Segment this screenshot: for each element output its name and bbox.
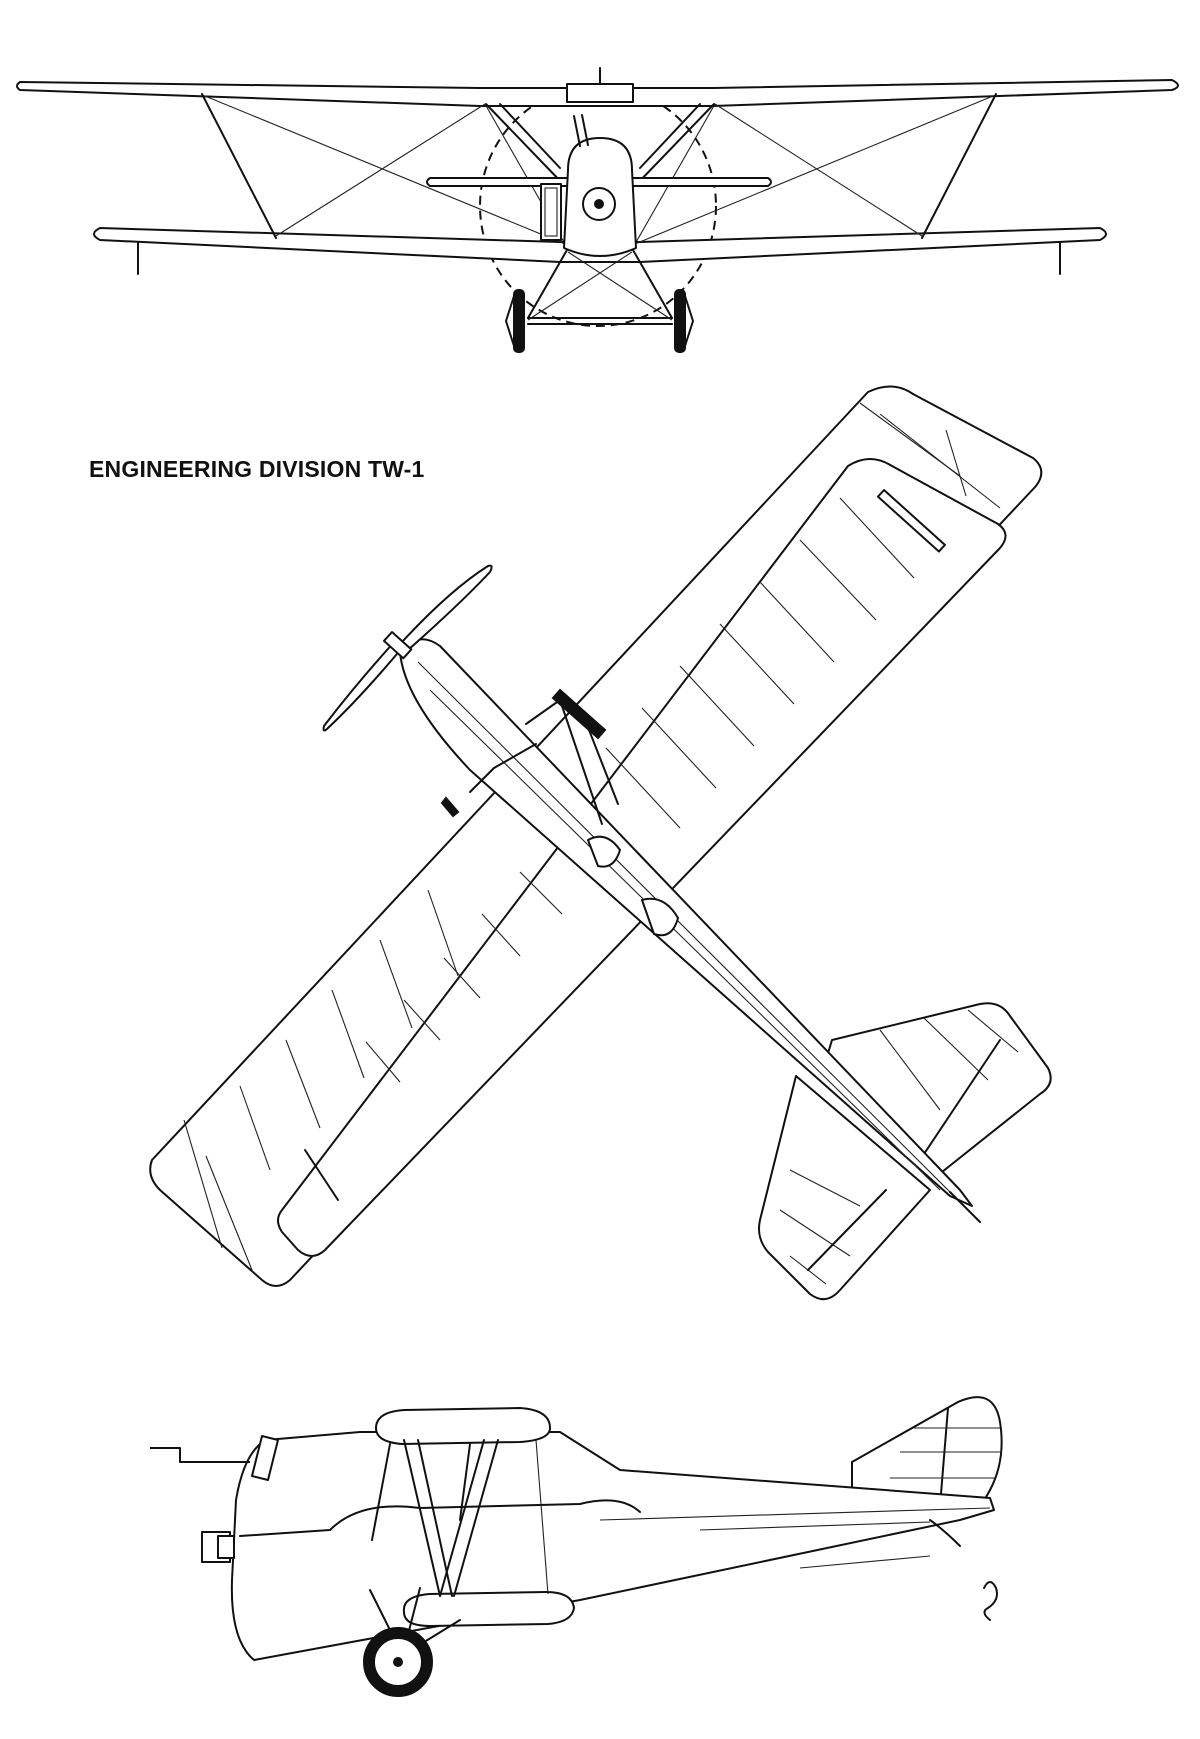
- side-view: [150, 1396, 1003, 1697]
- side-interplane-struts: [371, 1439, 549, 1597]
- rear-cockpit: [641, 897, 679, 937]
- right-wheel: [674, 289, 686, 353]
- plan-spinner: [382, 631, 413, 660]
- plan-exhaust: [551, 688, 607, 740]
- right-interplane-strut: [921, 93, 997, 239]
- plan-stabilizer-right: [825, 1002, 1052, 1173]
- plan-propeller-lower: [322, 639, 403, 732]
- plan-stabilizer-left: [758, 1075, 931, 1301]
- aileron-slot: [876, 489, 946, 553]
- left-wheel: [513, 289, 525, 353]
- left-interplane-strut: [201, 93, 277, 239]
- side-upper-wing: [375, 1407, 551, 1445]
- side-fin-rudder: [851, 1396, 1003, 1509]
- radiator: [540, 183, 562, 241]
- side-exhaust-pipe: [150, 1447, 250, 1463]
- plan-propeller-upper: [401, 564, 493, 651]
- front-center-section: [566, 83, 634, 103]
- plan-view: [149, 385, 1052, 1301]
- front-cockpit: [587, 835, 621, 868]
- front-undercarriage: [505, 249, 694, 353]
- upper-wing-ribs: [183, 402, 1001, 1271]
- side-undercarriage: [363, 1587, 461, 1697]
- lower-wing-ribs: [365, 497, 915, 1083]
- artist-signature: [983, 1581, 998, 1621]
- front-view: [16, 67, 1179, 353]
- side-lower-wing: [402, 1591, 575, 1627]
- drawing-title: ENGINEERING DIVISION TW-1: [89, 456, 425, 482]
